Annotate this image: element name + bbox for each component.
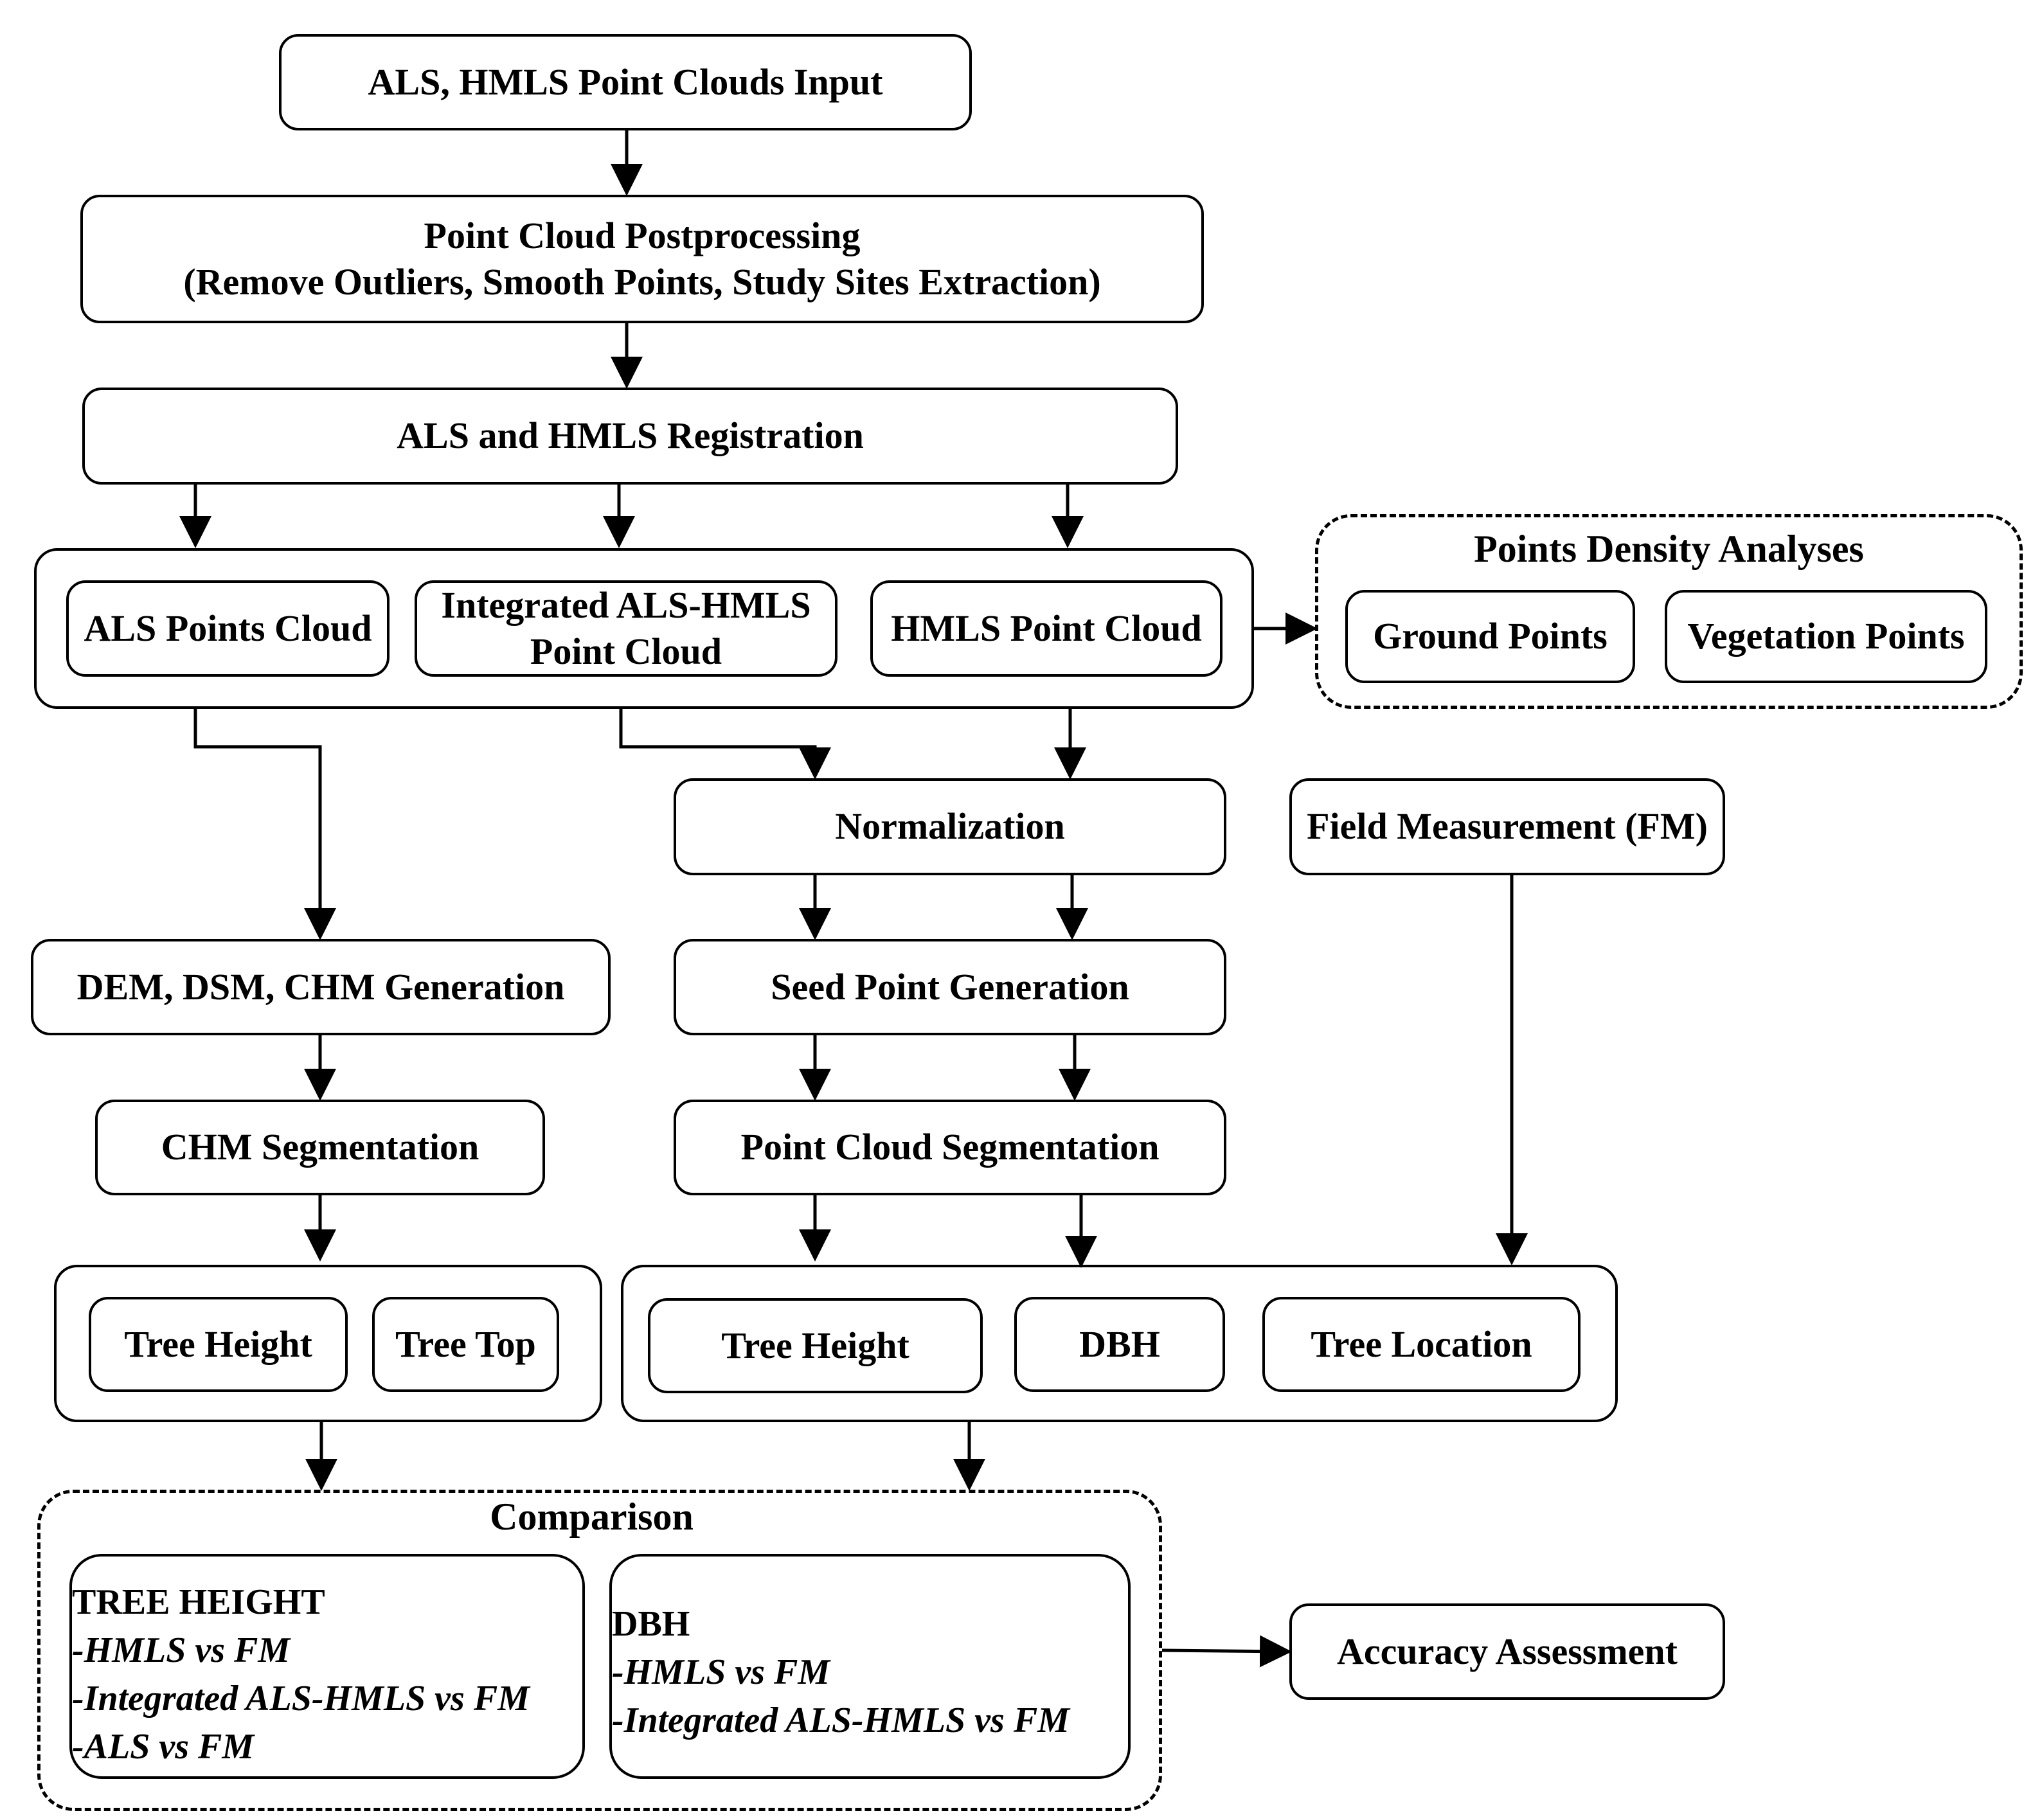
comparison-group (37, 1490, 1162, 1811)
dbh-comparison-item: -Integrated ALS-HMLS vs FM (612, 1700, 1070, 1740)
integrated-cloud-box: Integrated ALS-HMLS Point Cloud (415, 580, 837, 677)
seed-point-label: Seed Point Generation (771, 965, 1129, 1008)
normalization-label: Normalization (835, 805, 1065, 848)
tree-location-label: Tree Location (1311, 1323, 1532, 1365)
chm-segmentation-label: CHM Segmentation (161, 1126, 479, 1168)
point-clouds-group (34, 548, 1254, 709)
registration-label: ALS and HMLS Registration (397, 415, 864, 457)
tree-height-left-label: Tree Height (124, 1323, 312, 1365)
input-label: ALS, HMLS Point Clouds Input (368, 60, 883, 103)
tree-height-comparison-box: TREE HEIGHT -HMLS vs FM -Integrated ALS-… (69, 1554, 585, 1779)
arrow-comparison-to-accuracy (1161, 1635, 1292, 1668)
density-analyses-title: Points Density Analyses (1474, 528, 1864, 570)
vegetation-points-label: Vegetation Points (1687, 615, 1965, 657)
pc-segmentation-box: Point Cloud Segmentation (674, 1100, 1226, 1195)
postprocessing-box: Point Cloud Postprocessing (Remove Outli… (80, 195, 1204, 323)
ground-points-box: Ground Points (1345, 590, 1635, 683)
integrated-cloud-title: Integrated ALS-HMLS (441, 584, 811, 626)
seed-point-box: Seed Point Generation (674, 939, 1226, 1035)
accuracy-assessment-box: Accuracy Assessment (1289, 1603, 1725, 1700)
tree-height-right-box: Tree Height (648, 1298, 983, 1393)
registration-box: ALS and HMLS Registration (82, 388, 1178, 485)
arrow-integrated-to-normalization (619, 709, 831, 780)
tree-height-comparison-item: -HMLS vs FM (72, 1630, 291, 1670)
vegetation-points-box: Vegetation Points (1665, 590, 1987, 683)
pc-results-group (621, 1265, 1618, 1422)
postprocessing-title: Point Cloud Postprocessing (424, 214, 861, 256)
tree-height-left-box: Tree Height (89, 1297, 348, 1392)
chm-results-group (54, 1265, 602, 1422)
dbh-label: DBH (1079, 1323, 1160, 1365)
als-cloud-box: ALS Points Cloud (66, 580, 390, 677)
tree-height-comparison-item: -ALS vs FM (72, 1727, 255, 1767)
dbh-box: DBH (1014, 1297, 1225, 1392)
postprocessing-details: (Remove Outliers, Smooth Points, Study S… (183, 261, 1101, 303)
tree-top-label: Tree Top (395, 1323, 536, 1365)
comparison-title: Comparison (490, 1495, 694, 1538)
arrow-als-to-dem (193, 709, 336, 940)
chm-segmentation-box: CHM Segmentation (95, 1100, 545, 1195)
hmls-cloud-box: HMLS Point Cloud (870, 580, 1223, 677)
dbh-comparison-heading: DBH (612, 1604, 690, 1644)
dem-generation-box: DEM, DSM, CHM Generation (31, 939, 611, 1035)
normalization-box: Normalization (674, 778, 1226, 875)
ground-points-label: Ground Points (1373, 615, 1608, 657)
density-analyses-group (1315, 514, 2023, 709)
accuracy-assessment-label: Accuracy Assessment (1337, 1630, 1678, 1672)
tree-height-right-label: Tree Height (721, 1324, 909, 1366)
dem-generation-label: DEM, DSM, CHM Generation (76, 965, 565, 1008)
integrated-cloud-subtitle: Point Cloud (530, 630, 722, 672)
dbh-comparison-item: -HMLS vs FM (612, 1652, 830, 1692)
tree-height-comparison-item: -Integrated ALS-HMLS vs FM (72, 1679, 530, 1718)
tree-top-box: Tree Top (372, 1297, 559, 1392)
tree-location-box: Tree Location (1262, 1297, 1581, 1392)
input-box: ALS, HMLS Point Clouds Input (279, 34, 972, 130)
field-measurement-label: Field Measurement (FM) (1307, 805, 1708, 848)
tree-height-comparison-heading: TREE HEIGHT (72, 1582, 325, 1622)
field-measurement-box: Field Measurement (FM) (1289, 778, 1725, 875)
dbh-comparison-box: DBH -HMLS vs FM -Integrated ALS-HMLS vs … (609, 1554, 1131, 1779)
hmls-cloud-label: HMLS Point Cloud (891, 607, 1202, 649)
als-cloud-label: ALS Points Cloud (84, 607, 372, 649)
pc-segmentation-label: Point Cloud Segmentation (740, 1126, 1160, 1168)
